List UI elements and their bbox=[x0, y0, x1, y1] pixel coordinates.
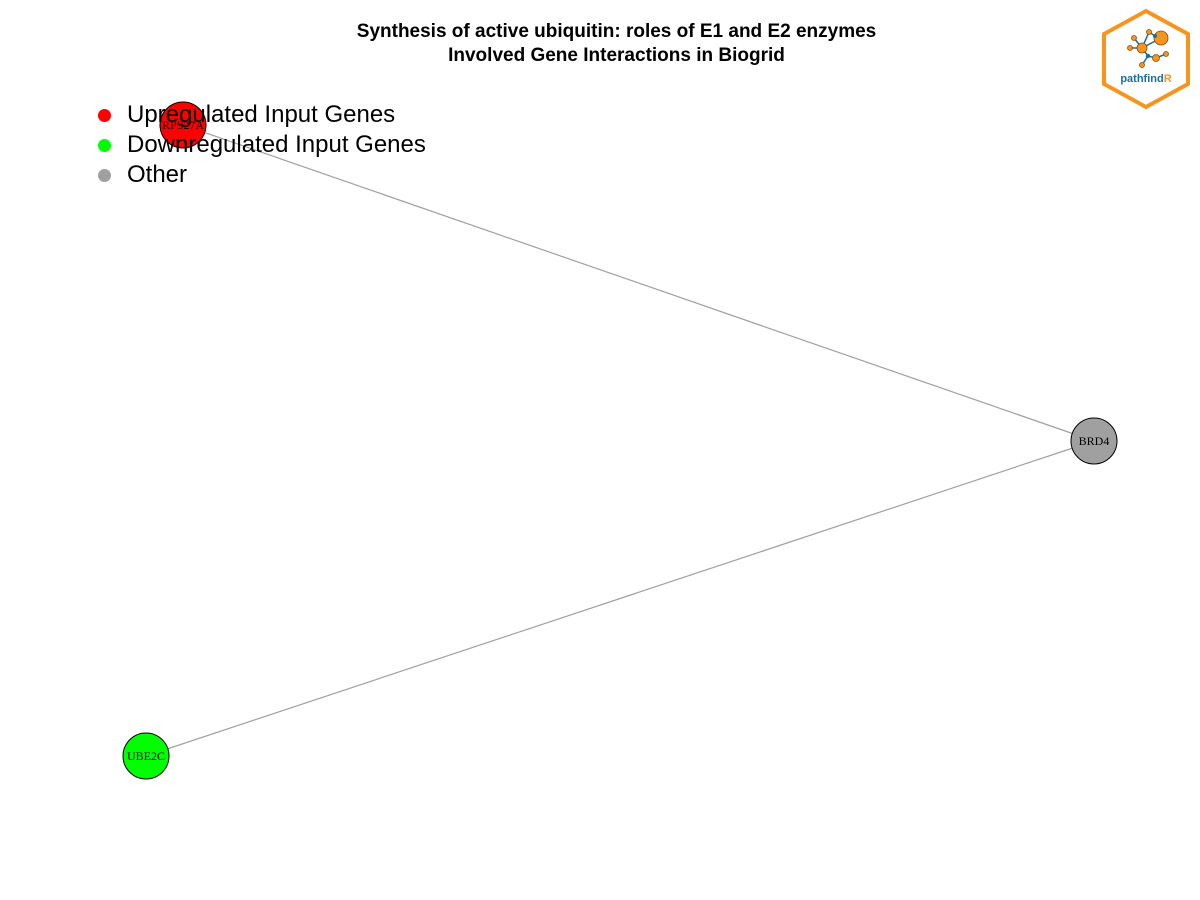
legend-dot bbox=[98, 138, 111, 152]
legend-item: Downregulated Input Genes bbox=[98, 130, 426, 160]
node-label: BRD4 bbox=[1079, 434, 1110, 448]
plot-title: Synthesis of active ubiquitin: roles of … bbox=[0, 20, 1200, 68]
node-circle bbox=[122, 732, 170, 780]
legend-item: Upregulated Input Genes bbox=[98, 100, 426, 130]
node-ube2c: UBE2C bbox=[122, 732, 170, 780]
legend-dot bbox=[98, 168, 111, 182]
title-line-2: Involved Gene Interactions in Biogrid bbox=[448, 45, 785, 66]
node-label: UBE2C bbox=[127, 749, 165, 763]
edge-ube2c-brd4 bbox=[145, 440, 1095, 757]
logo-text: pathfind bbox=[1120, 73, 1163, 85]
edges-layer bbox=[145, 124, 1095, 757]
edge-rps27a-brd4 bbox=[182, 124, 1095, 442]
svg-text:pathfindR: pathfindR bbox=[1120, 73, 1171, 85]
node-brd4: BRD4 bbox=[1070, 417, 1118, 465]
pathfindr-logo: pathfindR bbox=[1102, 8, 1190, 110]
legend-dot bbox=[98, 108, 111, 122]
legend-item: Other bbox=[98, 160, 426, 190]
node-rps27a: RPS27A bbox=[159, 101, 207, 149]
node-label: RPS27A bbox=[162, 118, 204, 132]
logo-accent-text: R bbox=[1164, 73, 1172, 85]
node-circle bbox=[159, 101, 207, 149]
legend-label: Upregulated Input Genes bbox=[127, 101, 396, 128]
title-line-1: Synthesis of active ubiquitin: roles of … bbox=[356, 21, 877, 42]
node-circle bbox=[1070, 417, 1118, 465]
legend-label: Downregulated Input Genes bbox=[127, 131, 426, 158]
legend-label: Other bbox=[127, 161, 188, 188]
